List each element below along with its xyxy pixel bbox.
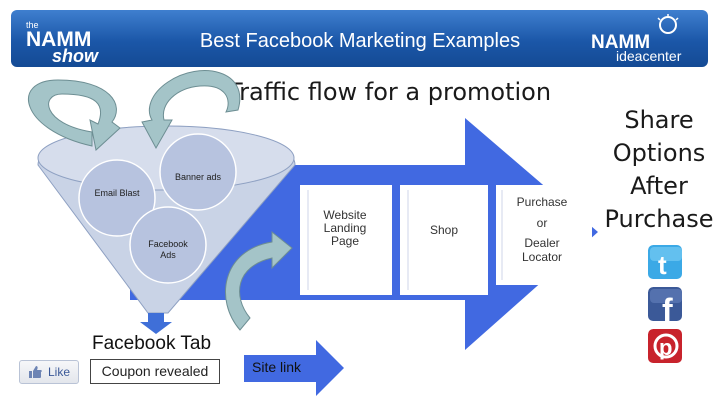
svg-text:the: the <box>26 20 39 30</box>
facebook-like-button[interactable]: Like <box>19 360 79 384</box>
website-landing-page-box <box>300 185 392 295</box>
header-banner <box>11 10 708 67</box>
namm-ideacenter-logo: NAMM ideacenter <box>591 14 682 64</box>
or-label: or <box>536 216 548 230</box>
email-blast-label: Email Blast <box>94 188 140 198</box>
slide-title: Traffic flow for a promotion <box>228 78 552 106</box>
svg-text:show: show <box>52 46 99 64</box>
purchase-label: Purchase <box>516 195 568 209</box>
banner-ads-label: Banner ads <box>174 172 222 182</box>
facebook-tab-label: Facebook Tab <box>92 333 212 354</box>
coupon-revealed-box: Coupon revealed <box>90 359 220 384</box>
pinterest-icon[interactable]: p <box>648 329 682 363</box>
dealer-locator-label: Dealer Locator <box>521 236 563 264</box>
down-arrow <box>140 313 172 334</box>
curved-arrow-left <box>28 79 121 151</box>
facebook-icon[interactable]: f <box>648 287 682 321</box>
lightbulb-icon <box>659 16 677 34</box>
shop-box <box>400 185 488 295</box>
site-link-label: Site link <box>252 359 302 375</box>
purchase-box <box>496 185 592 285</box>
facebook-ads-circle <box>129 206 207 284</box>
svg-text:NAMM: NAMM <box>26 28 91 51</box>
like-label: Like <box>48 365 71 379</box>
svg-text:p: p <box>659 335 672 360</box>
svg-text:NAMM: NAMM <box>591 32 650 53</box>
thumbs-up-icon <box>29 366 42 378</box>
curved-arrow-site-link <box>225 230 293 331</box>
curved-arrow-right <box>141 70 241 150</box>
svg-text:f: f <box>662 292 673 321</box>
namm-show-logo: the NAMM show <box>26 20 99 64</box>
facebook-ads-label: Facebook Ads <box>148 239 188 260</box>
share-options-text: Share Options After Purchase <box>604 106 714 233</box>
twitter-icon[interactable]: t <box>648 245 682 279</box>
svg-text:ideacenter: ideacenter <box>616 48 682 64</box>
header-title: Best Facebook Marketing Examples <box>199 30 521 52</box>
shop-label: Shop <box>429 223 459 237</box>
svg-text:t: t <box>658 250 667 279</box>
site-link-arrow <box>244 340 344 396</box>
website-landing-page-label: Website Landing Page <box>323 208 367 248</box>
email-blast-circle <box>78 159 156 237</box>
banner-ads-circle <box>159 133 237 211</box>
